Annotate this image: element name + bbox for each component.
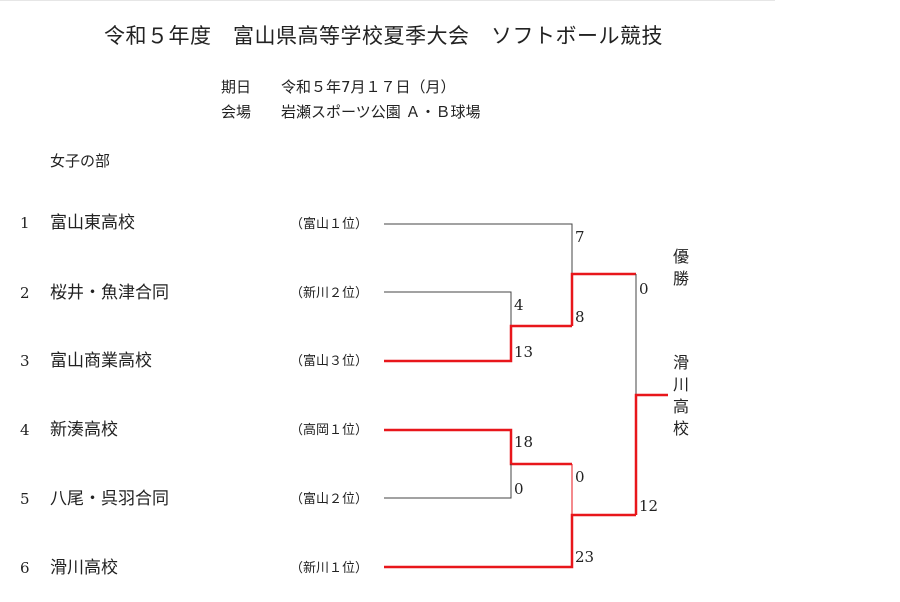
bracket-line-team6-winner	[384, 513, 636, 569]
top-border	[0, 0, 775, 1]
bracket-line-sf1-winner	[570, 272, 636, 326]
team-name: 八尾・呉羽合同	[50, 489, 169, 509]
team-number: 5	[20, 490, 30, 508]
team-number: 3	[20, 352, 30, 370]
bracket-line-team5	[384, 464, 512, 499]
venue-label: 会場	[221, 103, 252, 121]
bracket-line-champion	[634, 393, 668, 515]
team-name: 富山商業高校	[50, 351, 152, 371]
bracket-line-team2	[384, 291, 512, 326]
page-title: 令和５年度 富山県高等学校夏季大会 ソフトボール競技	[104, 24, 663, 48]
team-qualification: （富山３位）	[290, 354, 369, 369]
score-final-top: 0	[639, 280, 649, 298]
score-sf2-bottom: 23	[575, 548, 595, 566]
team-number: 6	[20, 559, 30, 577]
section-title: 女子の部	[50, 152, 111, 170]
score-sf1-bottom: 8	[575, 308, 585, 326]
team-qualification: （富山２位）	[290, 492, 369, 507]
team-qualification: （高岡１位）	[290, 423, 369, 438]
champion-label: 優勝	[672, 247, 689, 288]
team-qualification: （新川１位）	[290, 561, 369, 576]
champion-name: 滑川高校	[672, 353, 689, 438]
team-number: 1	[20, 214, 30, 232]
team-name: 新湊高校	[50, 420, 118, 440]
date-value: 令和５年7月１７日（月）	[281, 78, 456, 96]
score-r1a-top: 4	[514, 296, 524, 314]
team-number: 4	[20, 421, 30, 439]
score-sf1-top: 7	[575, 228, 585, 246]
bracket-line-team4-winner	[384, 428, 572, 466]
score-r1a-bottom: 13	[514, 343, 534, 361]
bracket-line-team3-winner	[384, 324, 572, 363]
team-qualification: （富山１位）	[290, 217, 369, 232]
team-name: 滑川高校	[50, 558, 118, 578]
score-r1b-top: 18	[514, 433, 534, 451]
venue-value: 岩瀬スポーツ公園 Ａ・Ｂ球場	[281, 103, 481, 121]
team-number: 2	[20, 284, 30, 302]
team-name: 富山東高校	[50, 213, 135, 233]
team-name: 桜井・魚津合同	[50, 283, 169, 303]
score-final-bottom: 12	[639, 497, 659, 515]
bracket-line-team1	[384, 223, 573, 274]
score-r1b-bottom: 0	[514, 480, 524, 498]
team-qualification: （新川２位）	[290, 286, 369, 301]
date-label: 期日	[221, 78, 252, 96]
score-sf2-top: 0	[575, 468, 585, 486]
